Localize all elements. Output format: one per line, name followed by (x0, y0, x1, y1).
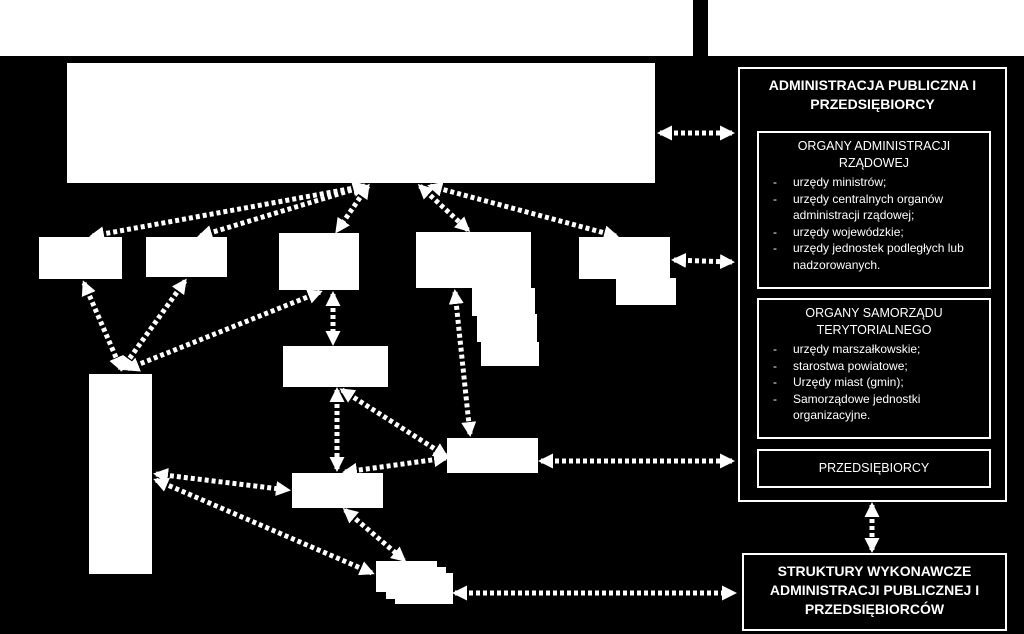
node-4-stack-back-2 (477, 314, 537, 342)
list-item: urzędy jednostek podległych lub nadzorow… (767, 240, 981, 273)
arrow-low-rightmid (342, 452, 449, 478)
organy-rzadowe-list: urzędy ministrów; urzędy centralnych org… (767, 174, 981, 273)
struktury-line1: STRUKTURY WYKONAWCZE (777, 563, 972, 579)
organy-samorzadu-list: urzędy marszałkowskie; starostwa powiato… (767, 341, 981, 424)
list-item: Samorządowe jednostki organizacyjne. (767, 391, 981, 424)
organy-samorzadu-box: ORGANY SAMORZĄDU TERYTORIALNEGO urzędy m… (757, 298, 991, 439)
node-5 (579, 237, 670, 279)
list-item: urzędy marszałkowskie; (767, 341, 981, 358)
arrow-node5-admin (671, 252, 735, 270)
organy-rzadowe-title-line2: RZĄDOWEJ (838, 156, 910, 170)
przedsiebiorcy-label: PRZEDSIĘBIORCY (818, 461, 930, 475)
przedsiebiorcy-box: PRZEDSIĘBIORCY (757, 449, 991, 488)
list-item: urzędy wojewódzkie; (767, 224, 981, 241)
organy-samorzadu-title-line1: ORGANY SAMORZĄDU (805, 306, 943, 320)
tall-node (89, 374, 152, 574)
organy-rzadowe-title-line1: ORGANY ADMINISTRACJI (797, 139, 951, 153)
struktury-line3: PRZEDSIĘBIORCÓW (804, 601, 945, 617)
struktury-wykonawcze-box (742, 553, 1007, 631)
list-item: urzędy centralnych organów administracji… (767, 191, 981, 224)
admin-panel-title: ADMINISTRACJA PUBLICZNA I PRZEDSIĘBIORCY (738, 76, 1007, 114)
header-bar-left (0, 0, 693, 56)
node-2 (146, 237, 227, 277)
arrow-node3-tall (124, 289, 323, 372)
node-stack-front (376, 561, 437, 592)
header-bar-right (708, 0, 1024, 56)
node-4-stack-back-3 (481, 342, 539, 366)
node-4-stack-back-1 (472, 288, 535, 316)
node-right-mid (447, 438, 538, 473)
central-node (67, 63, 655, 183)
node-1 (39, 237, 122, 279)
arrow-mid-rightmid (339, 387, 449, 459)
arrow-node1-tall (81, 280, 124, 372)
arrow-central-node1 (89, 180, 368, 242)
arrow-low-stack (342, 508, 407, 562)
organy-samorzadu-title-line2: TERYTORIALNEGO (816, 323, 932, 337)
struktury-line2: ADMINISTRACJI PUBLICZNEJ I (769, 582, 980, 598)
arrow-node4-rightmid (448, 289, 477, 437)
arrow-central-node3 (334, 183, 371, 234)
admin-title-line2: PRZEDSIĘBIORCY (810, 96, 935, 112)
list-item: urzędy ministrów; (767, 174, 981, 191)
admin-title-line1: ADMINISTRACJA PUBLICZNA I (768, 77, 977, 93)
list-item: Urzędy miast (gmin); (767, 374, 981, 391)
list-item: starostwa powiatowe; (767, 358, 981, 375)
node-5-shadow (616, 278, 676, 305)
organy-rzadowe-box: ORGANY ADMINISTRACJI RZĄDOWEJ urzędy min… (757, 131, 991, 289)
node-3 (279, 233, 359, 290)
arrow-tall-stack (153, 477, 375, 576)
struktury-wykonawcze-title: STRUKTURY WYKONAWCZE ADMINISTRACJI PUBLI… (742, 562, 1007, 619)
admin-panel (738, 67, 1007, 502)
node-4 (416, 232, 531, 288)
arrow-central-node5 (427, 181, 619, 241)
